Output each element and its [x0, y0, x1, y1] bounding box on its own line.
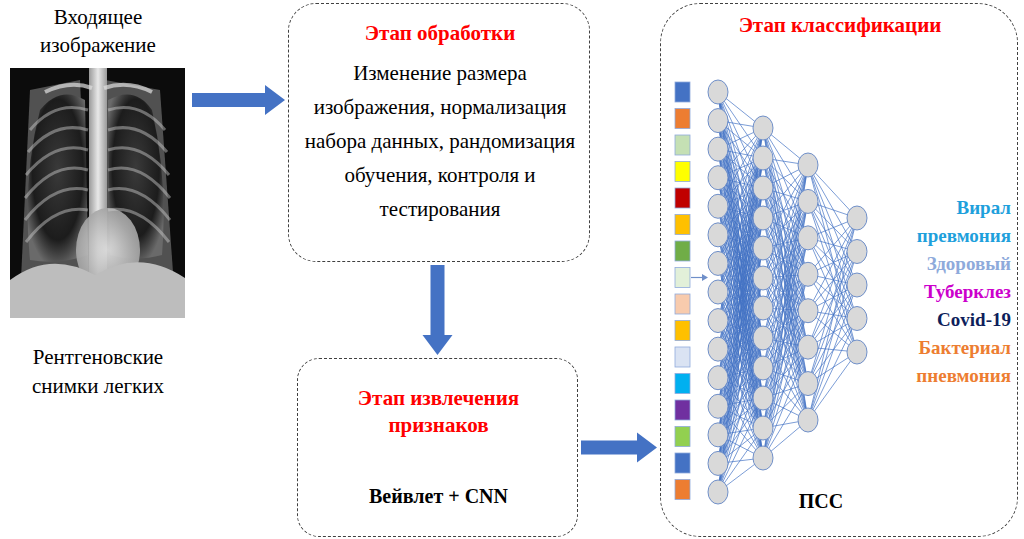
classification-stage-box: Этап классификацииВирал превмонияЗдоровы… [660, 3, 1018, 537]
feature-cell [675, 480, 690, 500]
neuron [798, 372, 818, 396]
method-text: Вейвлет + CNN [298, 483, 579, 509]
feature-cell [675, 321, 690, 341]
input-caption: Входящее изображение [8, 4, 188, 60]
neuron [798, 153, 818, 177]
feature-cell [675, 215, 690, 235]
class-label: Вирал превмония [889, 194, 1011, 250]
neuron [753, 206, 773, 230]
class-label: Covid-19 [889, 306, 1011, 334]
feature-cell [675, 294, 690, 314]
process-stage-box: Этап обработкиИзменение размера изображе… [288, 3, 590, 262]
neuron [753, 386, 773, 410]
flow-arrow [581, 433, 657, 463]
process-stage-box: Этап извлечения признаковВейвлет + CNN [297, 358, 578, 537]
feature-cell [675, 109, 690, 129]
flow-arrow [423, 265, 453, 355]
class-label: Здоровый [889, 250, 1011, 278]
neuron [753, 326, 773, 350]
feature-cell [675, 400, 690, 420]
neuron [708, 394, 728, 418]
neuron [753, 236, 773, 260]
neuron [753, 356, 773, 380]
neuron [708, 366, 728, 390]
neuron [708, 194, 728, 218]
network-link [808, 319, 857, 421]
feature-cell [675, 427, 690, 447]
neuron [708, 166, 728, 190]
class-label: Бактериал пневмония [889, 334, 1011, 390]
neuron [798, 226, 818, 250]
feature-arrowhead [702, 274, 708, 281]
neuron [708, 451, 728, 475]
stage-heading: Этап извлечения признаков [338, 385, 539, 440]
neuron [798, 335, 818, 359]
neuron [753, 146, 773, 170]
feature-cell [675, 82, 690, 102]
network-name: ПСС [761, 488, 881, 514]
stage-description: Изменение размера изображения, нормализа… [297, 56, 583, 226]
neuron [847, 340, 867, 364]
neuron [753, 416, 773, 440]
neuron [708, 137, 728, 161]
stage-heading: Этап обработки [289, 20, 591, 47]
feature-cell [675, 374, 690, 394]
neuron [708, 223, 728, 247]
neuron [708, 109, 728, 133]
feature-cell [675, 347, 690, 367]
stage-heading: Этап классификации [661, 12, 1019, 39]
feature-cell [675, 188, 690, 208]
neural-network [675, 80, 867, 504]
neuron [708, 423, 728, 447]
neuron [847, 240, 867, 264]
neuron [753, 176, 773, 200]
neuron [708, 280, 728, 304]
neuron [798, 189, 818, 213]
neuron [708, 80, 728, 104]
neuron [753, 116, 773, 140]
neuron [798, 262, 818, 286]
input-arrow [192, 85, 285, 115]
xray-image [10, 68, 185, 318]
neuron [847, 307, 867, 331]
neuron [753, 446, 773, 470]
neuron [708, 309, 728, 333]
class-label: Туберклез [889, 278, 1011, 306]
neuron [847, 273, 867, 297]
feature-arrow [691, 277, 703, 278]
neuron [708, 251, 728, 275]
neuron [798, 299, 818, 323]
feature-cell [675, 241, 690, 261]
neuron [847, 206, 867, 230]
neuron [753, 266, 773, 290]
neuron [708, 480, 728, 504]
feature-cell [675, 135, 690, 155]
feature-cell [675, 162, 690, 182]
feature-cell [675, 268, 690, 288]
neuron [708, 337, 728, 361]
image-caption: Рентгеновские снимки легких [2, 343, 194, 402]
feature-cell [675, 453, 690, 473]
neuron [798, 408, 818, 432]
neuron [753, 296, 773, 320]
